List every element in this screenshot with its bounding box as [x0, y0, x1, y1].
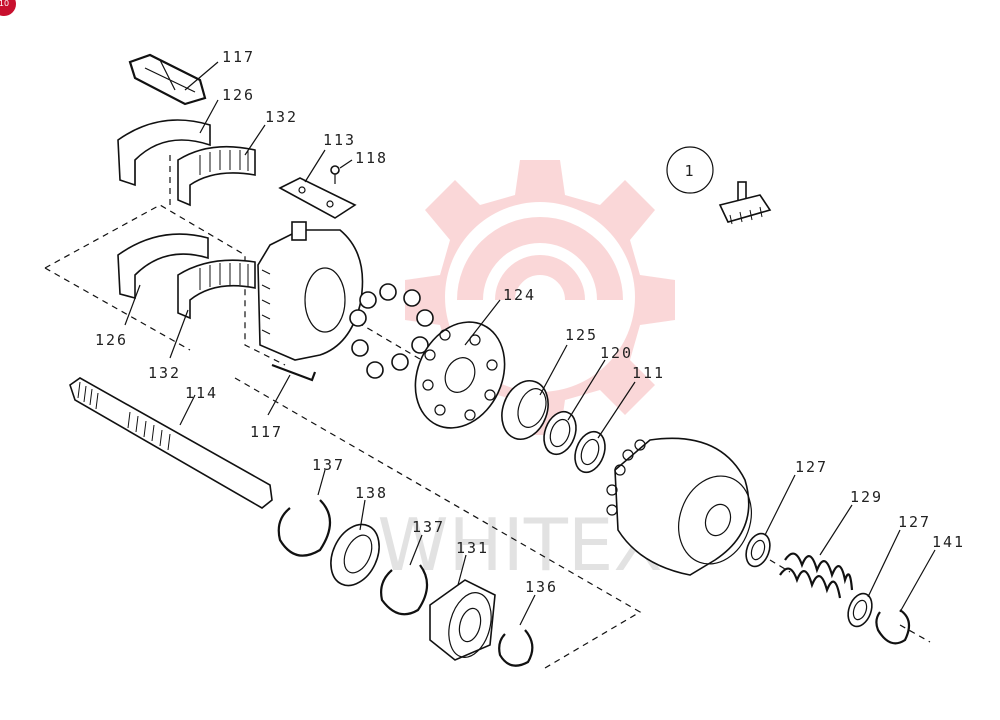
label-114: 114: [185, 384, 218, 402]
label-127-b: 127: [898, 513, 931, 531]
label-117-lower: 117: [250, 423, 283, 441]
part-117-top-key: [128, 53, 207, 106]
label-131: 131: [456, 539, 489, 557]
assembly-outline-shaft: [44, 267, 642, 669]
leader-lines: [124, 61, 936, 626]
part-131-roller-bearing: [429, 579, 496, 661]
part-138-oil-seal: [330, 523, 380, 587]
part-132-top-bearing: [177, 145, 256, 207]
part-127-washer-a: [745, 532, 771, 568]
part-labels: 117 126 132 113 118 124 125 120 111 126 …: [95, 48, 965, 596]
label-127-a: 127: [795, 458, 828, 476]
part-113-plate: [278, 177, 357, 219]
corner-badge: 10: [0, 0, 16, 16]
label-126-lower: 126: [95, 331, 128, 349]
assembly-outline-left: [44, 204, 286, 366]
label-136: 136: [525, 578, 558, 596]
part-124-retainer-plate: [414, 321, 506, 429]
part-117-lower-key: [271, 363, 317, 382]
label-111: 111: [632, 364, 665, 382]
part-141-snap-ring: [875, 609, 911, 645]
part-125-ball-guide: [501, 380, 549, 440]
part-118-screw: [330, 165, 340, 184]
label-124: 124: [503, 286, 536, 304]
part-126-top-shell: [117, 119, 211, 187]
assembly-icon: [718, 181, 772, 225]
label-137-a: 137: [312, 456, 345, 474]
label-141: 141: [932, 533, 965, 551]
label-117-top: 117: [222, 48, 255, 66]
part-137-snap-ring-a: [277, 499, 332, 557]
part-132-lower-bearing: [177, 259, 256, 320]
label-129: 129: [850, 488, 883, 506]
label-132-lower: 132: [148, 364, 181, 382]
label-125: 125: [565, 326, 598, 344]
assembly-number: 1: [684, 162, 695, 180]
piston-shoes-ring: [349, 283, 434, 379]
part-126-lower-shell: [117, 233, 209, 300]
assembly-symbol: 1: [666, 146, 772, 225]
part-136-snap-ring: [498, 629, 534, 667]
label-118: 118: [355, 149, 388, 167]
part-129-spring: [779, 552, 854, 599]
label-113: 113: [323, 131, 356, 149]
label-126-top: 126: [222, 86, 255, 104]
label-137-b: 137: [412, 518, 445, 536]
cylinder-block: [606, 437, 752, 576]
part-127-washer-b: [847, 592, 873, 628]
label-138: 138: [355, 484, 388, 502]
part-114-shaft: [69, 377, 273, 509]
swash-plate-housing: [257, 221, 364, 361]
label-132-top: 132: [265, 108, 298, 126]
part-137-snap-ring-b: [380, 564, 429, 616]
label-120: 120: [600, 344, 633, 362]
